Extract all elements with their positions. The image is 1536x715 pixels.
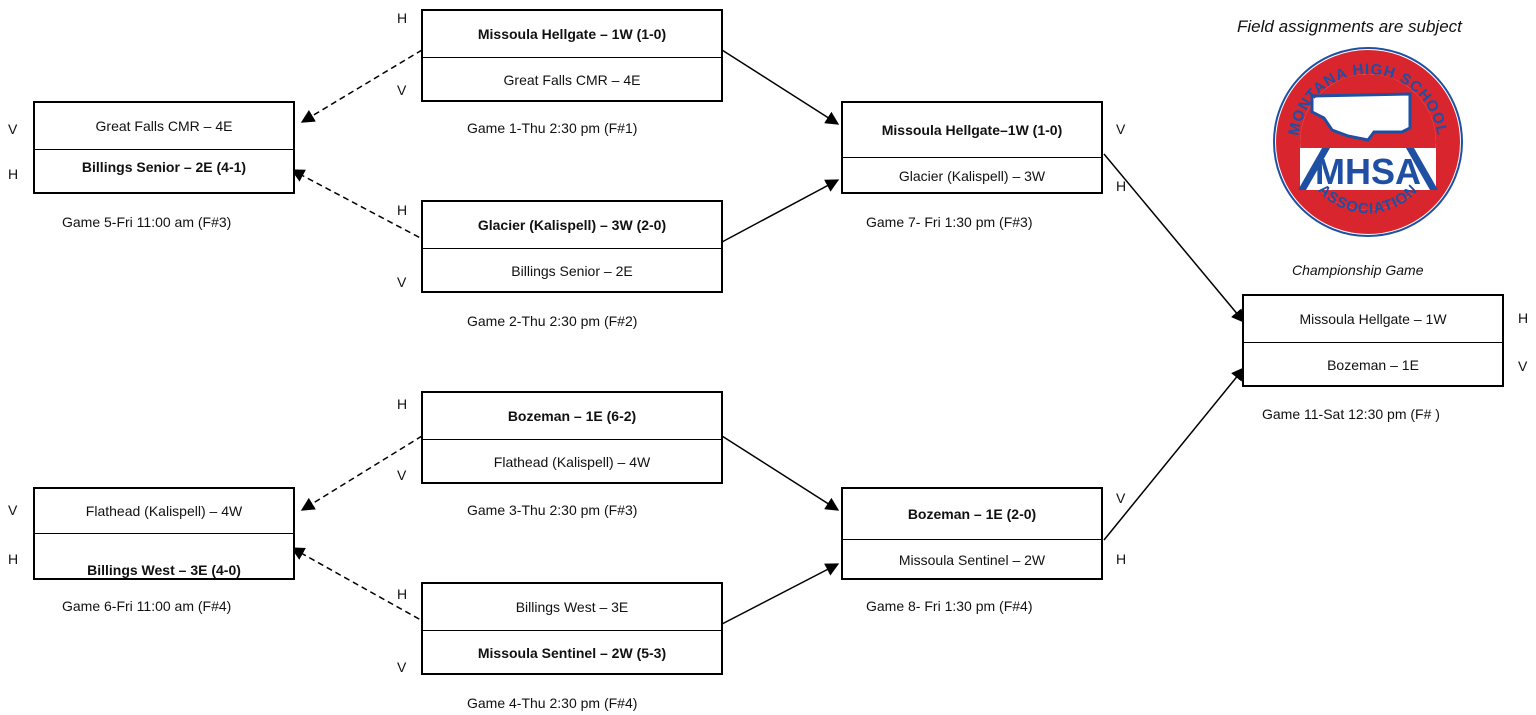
game-1-visitor-team: Great Falls CMR – 4E [423, 57, 721, 101]
game-1-visitor-mark: V [397, 82, 407, 98]
game-1-home-mark: H [397, 10, 408, 26]
game-11-visitor-mark: V [1518, 358, 1528, 374]
game-11-home-team: Missoula Hellgate – 1W [1299, 311, 1447, 327]
game-4-box: Billings West – 3E Missoula Sentinel – 2… [421, 582, 723, 675]
line-g1-g7 [721, 49, 840, 125]
game-6-caption: Game 6-Fri 11:00 am (F#4) [62, 598, 232, 614]
game-2-home-team: Glacier (Kalispell) – 3W (2-0) [477, 217, 667, 233]
game-5-home-team: Billings Senior – 2E (4-1) [35, 149, 293, 184]
game-8-visitor-team: Bozeman – 1E (2-0) [907, 506, 1037, 522]
game-3-home-team: Bozeman – 1E (6-2) [507, 408, 637, 424]
game-5-caption: Game 5-Fri 11:00 am (F#3) [62, 214, 232, 230]
game-5-box: Great Falls CMR – 4E Billings Senior – 2… [33, 101, 295, 194]
game-7-home-mark: H [1116, 178, 1127, 194]
game-6-visitor-team: Flathead (Kalispell) – 4W [85, 503, 243, 519]
game-4-home-team: Billings West – 3E [515, 599, 629, 615]
game-8-visitor-mark: V [1116, 490, 1126, 506]
line-g3-g6 [300, 435, 423, 511]
mhsa-logo: MHSA MONTANA HIGH SCHOOL ASSOCIATION [1273, 47, 1463, 237]
game-1-box: Missoula Hellgate – 1W (1-0) Great Falls… [421, 9, 723, 102]
line-g7-g11 [1103, 153, 1245, 324]
game-3-box: Bozeman – 1E (6-2) Flathead (Kalispell) … [421, 391, 723, 484]
game-7-home-team: Glacier (Kalispell) – 3W [843, 157, 1101, 193]
game-6-home-team: Billings West – 3E (4-0) [35, 533, 293, 578]
line-g2-g5 [290, 169, 429, 243]
game-2-box: Glacier (Kalispell) – 3W (2-0) Billings … [421, 200, 723, 293]
game-2-visitor-mark: V [397, 274, 407, 290]
game-2-caption: Game 2-Thu 2:30 pm (F#2) [467, 313, 638, 329]
game-7-visitor-team: Missoula Hellgate–1W (1-0) [881, 122, 1063, 138]
game-8-caption: Game 8- Fri 1:30 pm (F#4) [866, 598, 1033, 614]
game-11-box: Missoula Hellgate – 1W Bozeman – 1E [1242, 294, 1504, 387]
game-1-caption: Game 1-Thu 2:30 pm (F#1) [467, 120, 638, 136]
game-7-visitor-mark: V [1116, 121, 1126, 137]
game-1-home-team: Missoula Hellgate – 1W (1-0) [477, 26, 667, 42]
line-g8-g11 [1103, 366, 1245, 541]
game-6-home-mark: H [8, 551, 19, 567]
game-11-home-mark: H [1518, 310, 1529, 326]
line-g2-g7 [721, 179, 840, 243]
game-7-caption: Game 7- Fri 1:30 pm (F#3) [866, 214, 1033, 230]
game-8-box: Bozeman – 1E (2-0) Missoula Sentinel – 2… [841, 487, 1103, 580]
game-8-home-mark: H [1116, 551, 1127, 567]
line-g1-g5 [300, 49, 423, 123]
line-g4-g8 [721, 563, 840, 625]
game-4-visitor-mark: V [397, 659, 407, 675]
game-5-home-mark: H [8, 166, 19, 182]
svg-text:MHSA: MHSA [1315, 151, 1421, 192]
line-g4-g6 [290, 547, 429, 625]
game-6-visitor-mark: V [8, 502, 18, 518]
game-3-visitor-team: Flathead (Kalispell) – 4W [423, 439, 721, 483]
game-4-home-mark: H [397, 586, 408, 602]
game-11-caption: Game 11-Sat 12:30 pm (F# ) [1262, 406, 1440, 422]
game-11-visitor-team: Bozeman – 1E [1244, 342, 1502, 386]
game-4-visitor-team: Missoula Sentinel – 2W (5-3) [423, 630, 721, 674]
field-assignments-note: Field assignments are subject [1237, 17, 1462, 36]
game-3-visitor-mark: V [397, 467, 407, 483]
game-2-home-mark: H [397, 202, 408, 218]
line-g3-g8 [721, 435, 840, 511]
game-7-box: Missoula Hellgate–1W (1-0) Glacier (Kali… [841, 101, 1103, 194]
game-4-caption: Game 4-Thu 2:30 pm (F#4) [467, 695, 638, 711]
game-5-visitor-team: Great Falls CMR – 4E [95, 118, 233, 134]
game-6-box: Flathead (Kalispell) – 4W Billings West … [33, 487, 295, 580]
championship-label: Championship Game [1292, 262, 1424, 278]
game-8-home-team: Missoula Sentinel – 2W [843, 539, 1101, 579]
game-3-caption: Game 3-Thu 2:30 pm (F#3) [467, 502, 638, 518]
game-5-visitor-mark: V [8, 121, 18, 137]
game-2-visitor-team: Billings Senior – 2E [423, 248, 721, 292]
game-3-home-mark: H [397, 396, 408, 412]
